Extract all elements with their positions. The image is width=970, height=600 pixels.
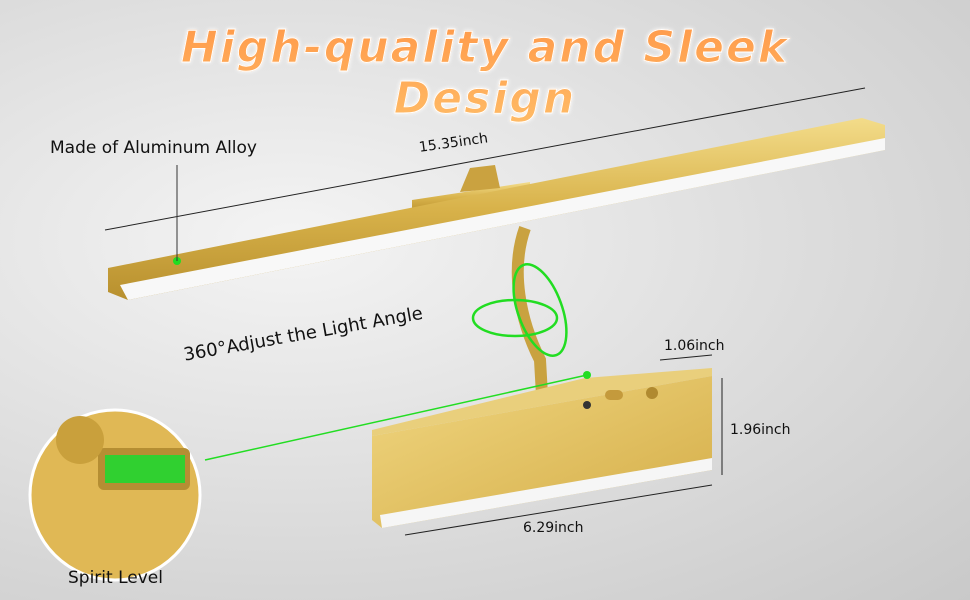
- spirit-level-bubble: [105, 455, 185, 483]
- material-label: Made of Aluminum Alloy: [50, 138, 257, 158]
- gooseneck: [511, 225, 548, 396]
- box-depth-label: 1.06inch: [664, 338, 725, 354]
- spirit-level-label: Spirit Level: [68, 568, 163, 588]
- control-box: [372, 376, 712, 528]
- sensor-icon: [583, 401, 591, 409]
- switch-button[interactable]: [605, 390, 623, 400]
- box-height-label: 1.96inch: [730, 422, 791, 438]
- knob-button[interactable]: [646, 387, 658, 399]
- page-title: High-quality and Sleek Design: [140, 22, 830, 125]
- spirit-level-inset: [28, 408, 202, 582]
- bar-length-arrow: [104, 87, 866, 231]
- box-width-label: 6.29inch: [523, 520, 584, 536]
